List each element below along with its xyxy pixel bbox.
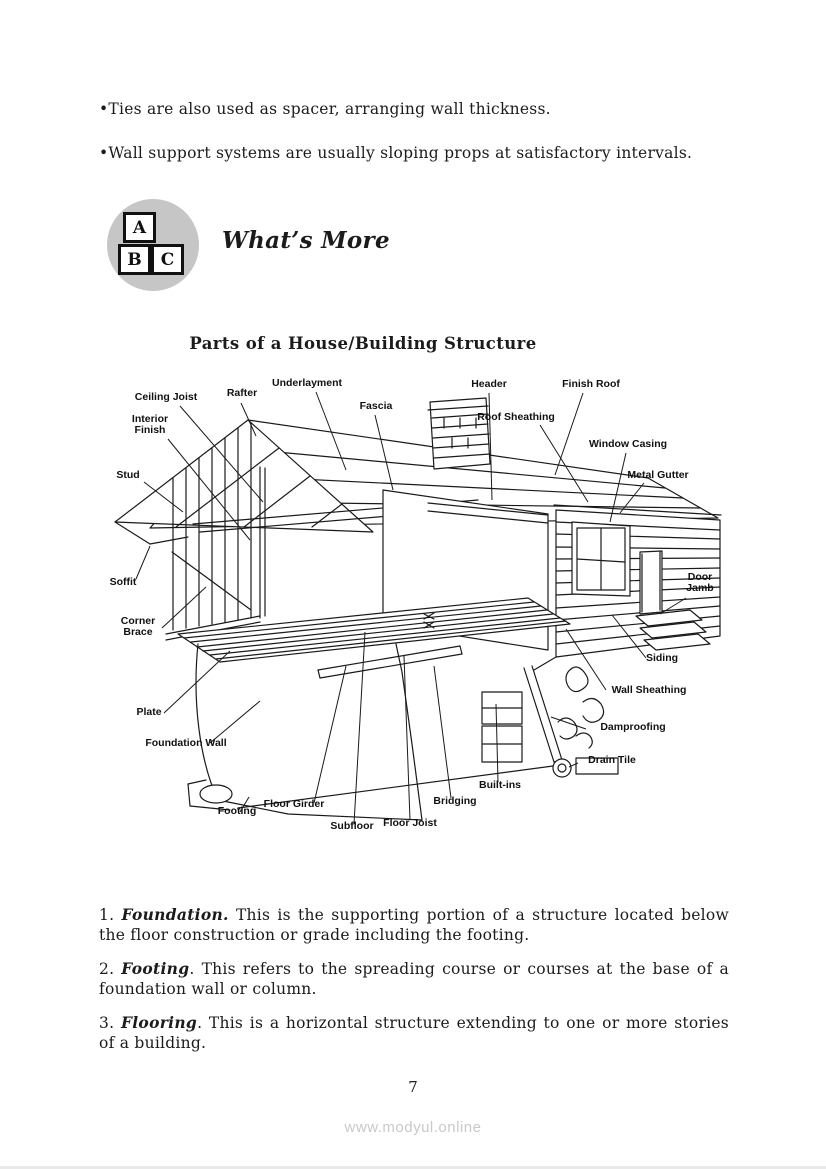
definition-body: This refers to the spreading course or c… xyxy=(99,960,729,999)
bullet-ties: •Ties are also used as spacer, arranging… xyxy=(99,100,551,118)
definition-number: 2. xyxy=(99,960,115,978)
diagram-label-underlayment: Underlayment xyxy=(271,377,343,389)
diagram-label-foundation-wall: Foundation Wall xyxy=(145,737,227,749)
diagram-label-rafter: Rafter xyxy=(226,387,258,399)
letter-block-b: B xyxy=(118,244,151,275)
definition-flooring: 3. Flooring. This is a horizontal struct… xyxy=(99,1013,729,1053)
page-number: 7 xyxy=(408,1078,418,1096)
diagram-label-subfloor: Subfloor xyxy=(330,820,374,832)
diagram-label-footing: Footing xyxy=(217,805,257,817)
diagram-label-drain-tile: Drain Tile xyxy=(588,754,636,766)
diagram-label-fascia: Fascia xyxy=(359,400,393,412)
page-bottom-edge xyxy=(0,1166,826,1169)
diagram-label-corner-brace: Corner Brace xyxy=(120,615,156,639)
house-structure-diagram: Ceiling Joist Rafter Underlayment Fascia… xyxy=(88,372,753,854)
watermark: www.modyul.online xyxy=(344,1119,482,1136)
section-title: What’s More xyxy=(222,227,390,254)
letter-block-a: A xyxy=(123,212,156,243)
diagram-label-floor-girder: Floor Girder xyxy=(263,798,325,810)
diagram-label-header: Header xyxy=(471,378,507,390)
diagram-label-door-jamb: Door Jamb xyxy=(686,571,714,595)
diagram-label-bridging: Bridging xyxy=(433,795,477,807)
definition-number: 1. xyxy=(99,906,115,924)
diagram-label-built-ins: Built-ins xyxy=(479,779,521,791)
diagram-label-stud: Stud xyxy=(116,469,140,481)
diagram-label-damproofing: Damproofing xyxy=(600,721,666,733)
letter-block-c: C xyxy=(151,244,184,275)
diagram-label-interior-finish: Interior Finish xyxy=(131,413,169,437)
definition-term: Flooring xyxy=(120,1013,198,1032)
figure-title: Parts of a House/Building Structure xyxy=(189,334,537,353)
diagram-label-wall-sheathing: Wall Sheathing xyxy=(611,684,687,696)
diagram-label-roof-sheathing: Roof Sheathing xyxy=(477,411,555,423)
diagram-label-plate: Plate xyxy=(136,706,162,718)
bullet-wall-support: •Wall support systems are usually slopin… xyxy=(99,144,693,162)
definition-body: This is the supporting portion of a stru… xyxy=(99,906,729,945)
diagram-label-metal-gutter: Metal Gutter xyxy=(627,469,689,481)
diagram-label-floor-joist: Floor Joist xyxy=(383,817,437,829)
diagram-label-soffit: Soffit xyxy=(109,576,137,588)
diagram-label-siding: Siding xyxy=(645,652,679,664)
leader-lines xyxy=(135,391,687,825)
definition-body: This is a horizontal structure extending… xyxy=(99,1014,729,1053)
definition-foundation: 1. Foundation. This is the supporting po… xyxy=(99,905,729,945)
diagram-label-window-casing: Window Casing xyxy=(588,438,668,450)
definition-term: Footing xyxy=(121,959,190,978)
diagram-label-finish-roof: Finish Roof xyxy=(562,378,620,390)
definition-term: Foundation. xyxy=(121,905,229,924)
diagram-label-ceiling-joist: Ceiling Joist xyxy=(134,391,198,403)
definition-footing: 2. Footing. This refers to the spreading… xyxy=(99,959,729,999)
abc-blocks-icon: A B C xyxy=(107,199,199,291)
house-diagram-sketch xyxy=(114,391,722,825)
definition-number: 3. xyxy=(99,1014,115,1032)
